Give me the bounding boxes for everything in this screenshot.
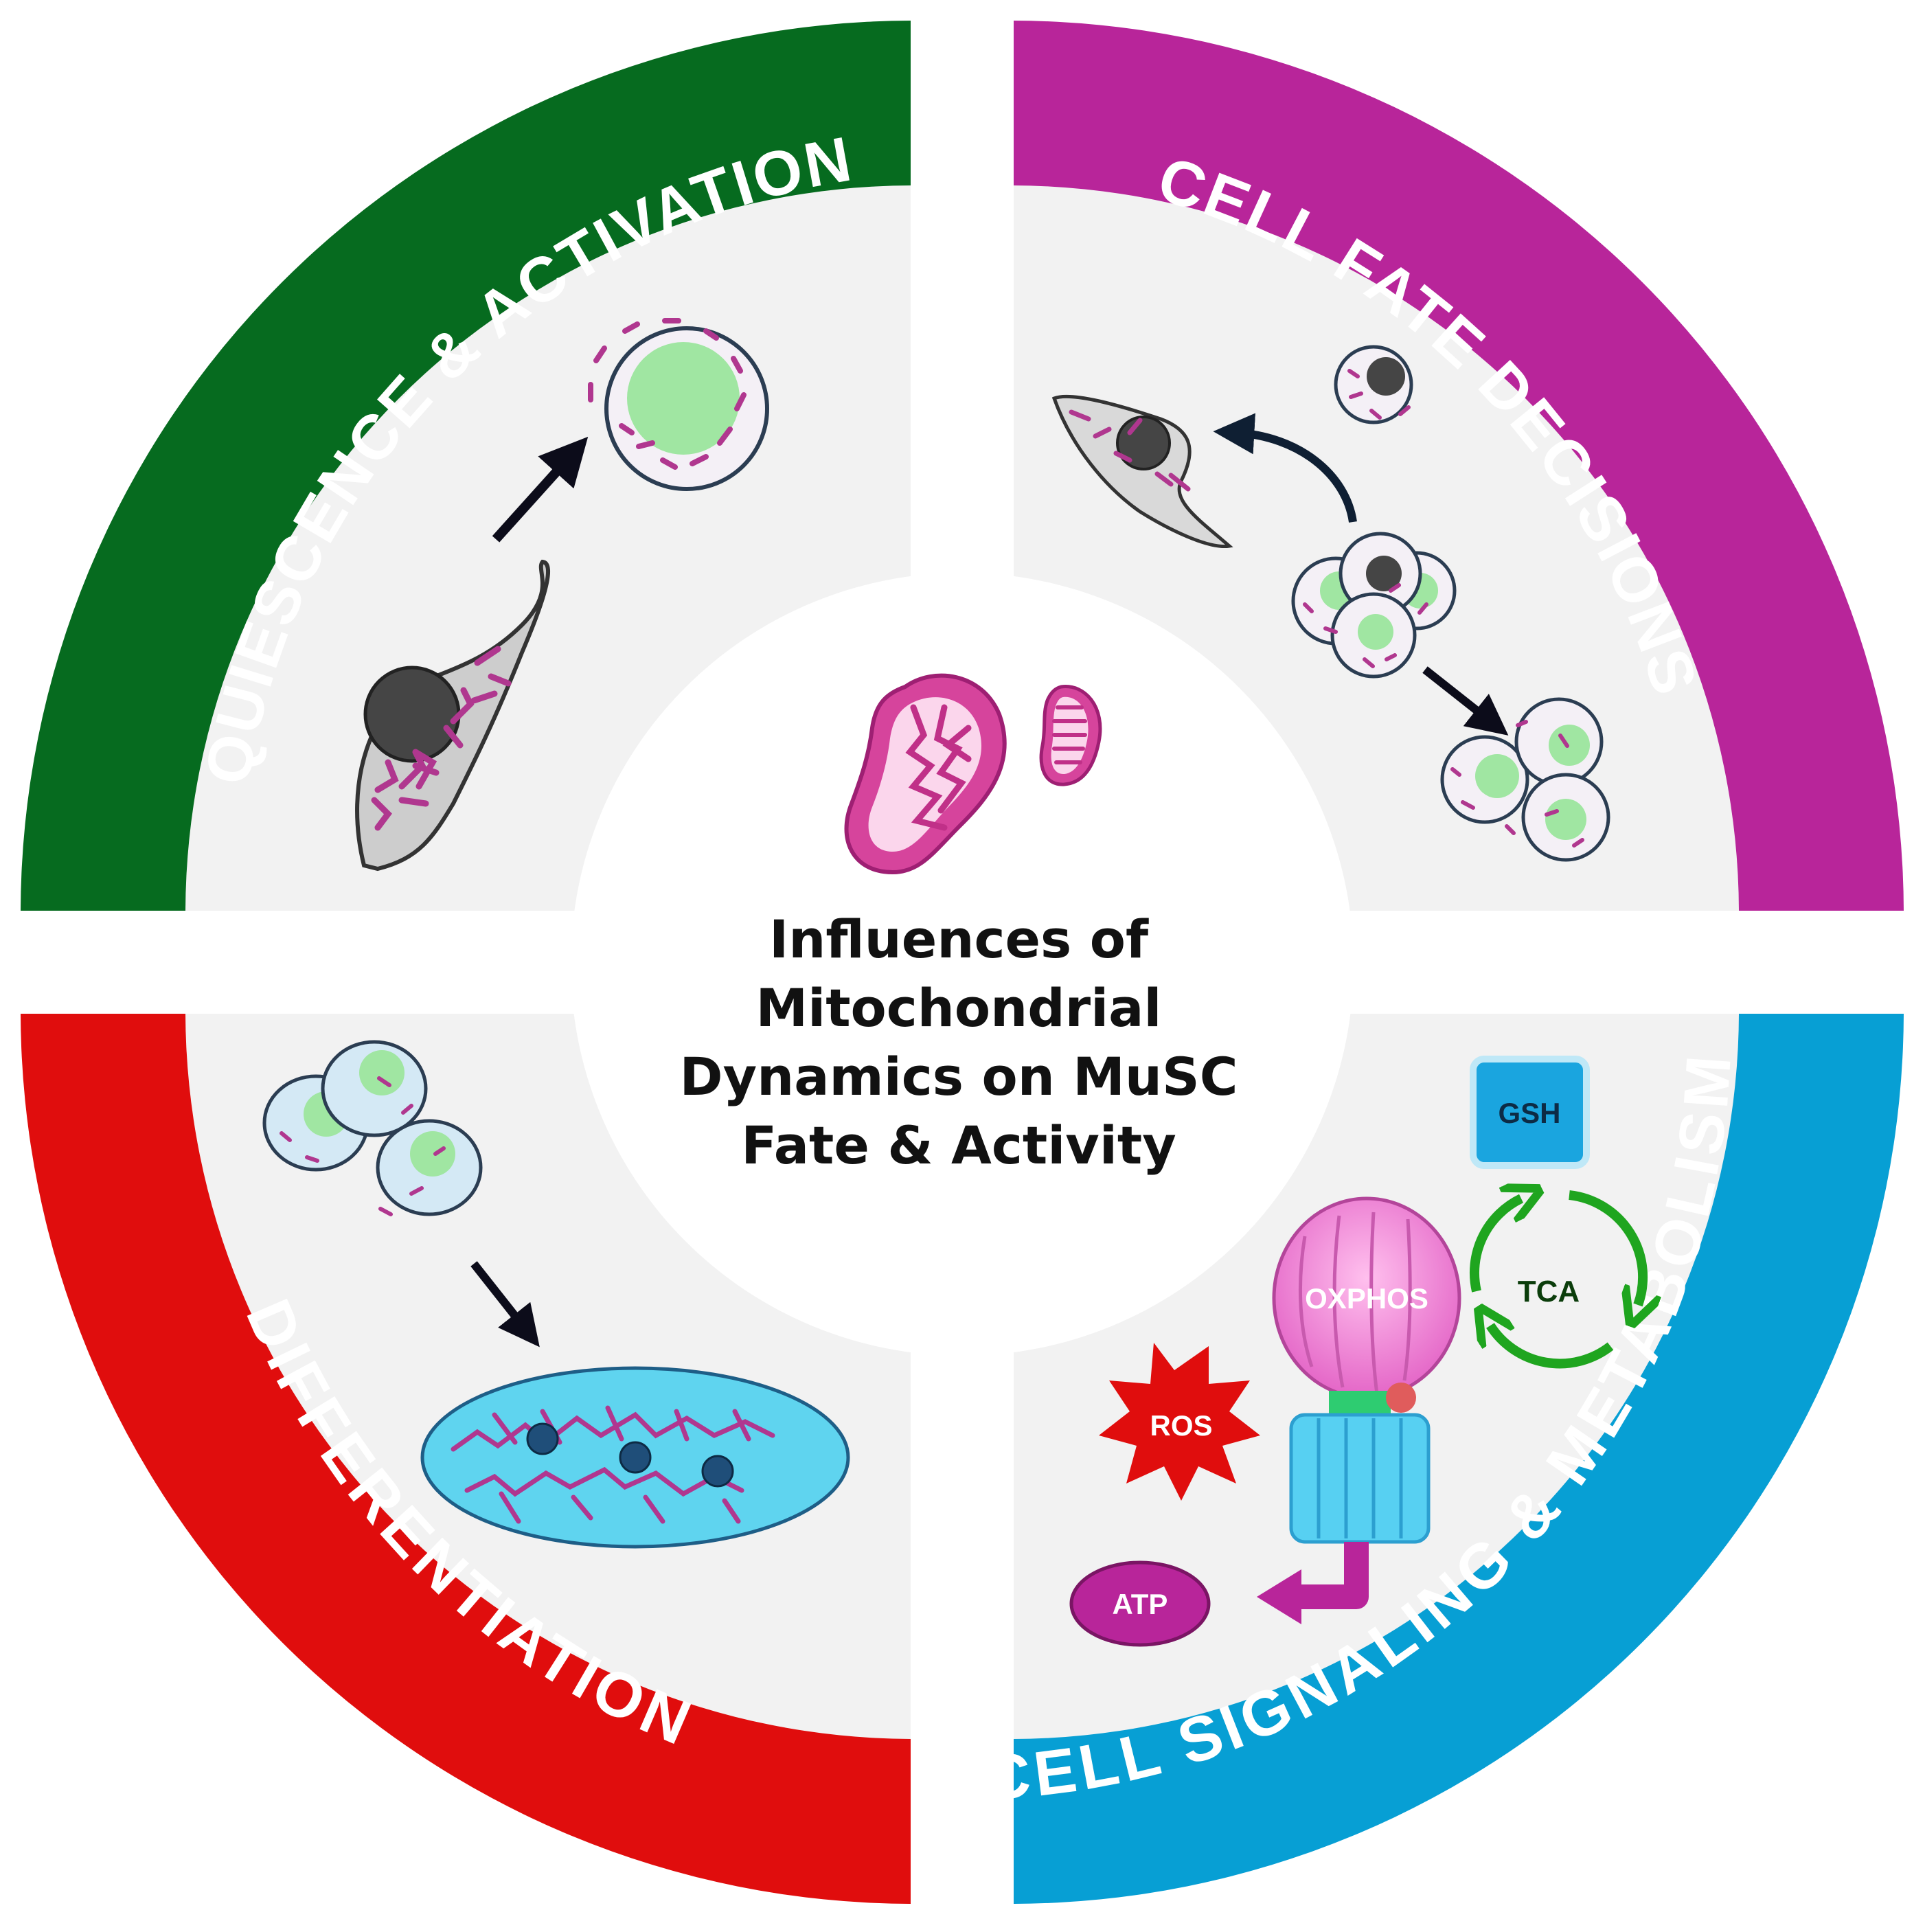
self-renewal-cell-icon — [1051, 394, 1233, 549]
proliferating-cells-icon — [1440, 697, 1610, 862]
tca-label: TCA — [1518, 1275, 1580, 1308]
oxphos-complex-icon: OXPHOS — [1272, 1196, 1461, 1544]
differentiation-arrow — [470, 1261, 540, 1348]
proliferation-arrow — [1422, 666, 1509, 736]
gsh-label: GSH — [1498, 1097, 1560, 1129]
center-title-line-3: Dynamics on MuSC — [679, 1046, 1238, 1107]
tca-cycle-icon: TCA — [1469, 1195, 1643, 1369]
self-renewal-arrow — [1213, 413, 1357, 523]
atp-label: ATP — [1113, 1588, 1168, 1620]
center-title-line-2: Mitochondrial — [756, 977, 1162, 1038]
mitochondrion-small-icon — [1039, 685, 1102, 786]
center-circle — [571, 573, 1354, 1356]
myotube-icon — [420, 1366, 850, 1549]
atp-arrow-head — [1257, 1569, 1301, 1624]
activation-arrow — [492, 436, 589, 543]
mitochondrion-large-icon — [844, 673, 1007, 875]
ros-burst-icon: ROS — [1099, 1343, 1260, 1501]
atp-badge: ATP — [1069, 1560, 1211, 1647]
atp-output-arrow — [1301, 1542, 1369, 1609]
myoblast-cells-icon — [262, 1040, 483, 1216]
quiescent-cell-icon — [355, 559, 550, 872]
ros-label: ROS — [1150, 1409, 1212, 1442]
center-title-line-1: Influences of — [769, 909, 1149, 970]
center-title-line-4: Fate & Activity — [741, 1115, 1176, 1176]
activated-cell-icon — [588, 318, 769, 491]
gsh-box: GSH — [1470, 1056, 1590, 1169]
oxphos-label: OXPHOS — [1305, 1282, 1428, 1315]
center-title: Influences of Mitochondrial Dynamics on … — [679, 909, 1238, 1176]
small-cell-icon — [1334, 345, 1413, 424]
cell-cluster-icon — [1291, 532, 1457, 679]
